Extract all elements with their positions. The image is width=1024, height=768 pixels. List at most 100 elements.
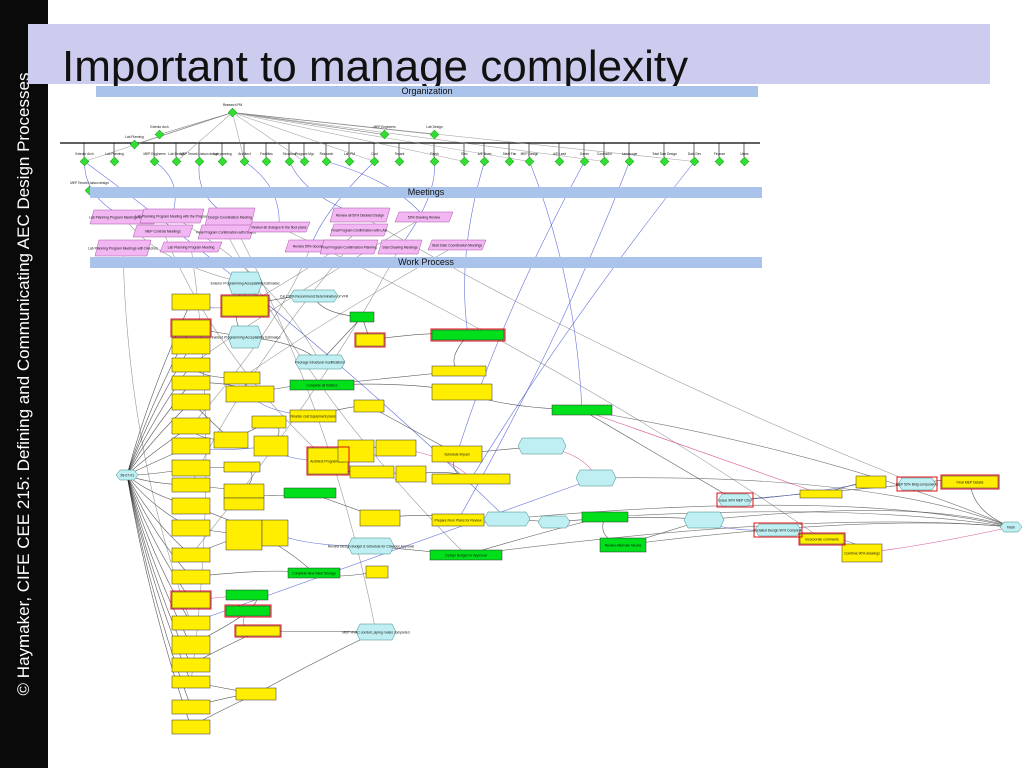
node-label: Review Alternate Means [605, 544, 642, 548]
node-o23: Contractor [597, 152, 613, 167]
dependency-link [553, 517, 705, 523]
dependency-link [399, 161, 435, 248]
node-label: Incorporate comments [805, 538, 839, 542]
dependency-link [456, 161, 585, 455]
node-t12: Prepare Floor Plans for Review [431, 513, 485, 527]
node-o3: Lab Planning [105, 152, 124, 167]
node-label: Exterior Arch [150, 125, 168, 129]
node-label: Cost [371, 152, 378, 156]
node-label: MEP Tenant Liaison design [70, 181, 109, 185]
node-t17: Issue 90% MEP CDs [717, 493, 753, 507]
node-x34 [235, 625, 281, 637]
node-x39 [431, 329, 505, 341]
node-o17: Elec [459, 152, 470, 167]
node-oB: MEP Engineers [373, 125, 396, 140]
node-label: Final Program Confirmation with LAB [331, 229, 388, 233]
node-o5: Lab Design [168, 152, 185, 167]
node-o28: Users [739, 152, 750, 167]
node-m4: Design Coordination Meeting [204, 207, 256, 227]
node-x31 [261, 519, 289, 547]
node-x20 [171, 675, 211, 689]
node-label: Owner [580, 152, 590, 156]
node-label: Lab PM [344, 152, 355, 156]
node-label: Research [320, 152, 334, 156]
node-o9: Facilities [260, 152, 273, 167]
node-label: Design Coordination Meeting [208, 216, 252, 220]
node-o15: Tenant [394, 152, 404, 167]
node-o4: MEP Engineers [143, 152, 166, 167]
dependency-link [581, 409, 736, 501]
dependency-link [278, 226, 823, 540]
node-label: MEP Engineers [373, 125, 395, 129]
dependency-link [232, 112, 465, 162]
node-m12: Start Drawing Meetings [377, 239, 423, 255]
node-label: Package Structural modifications [295, 361, 345, 365]
critical-outline [716, 492, 754, 508]
node-label: MEP Controls Meetings [145, 230, 181, 234]
node-label: Structural [283, 152, 297, 156]
node-t5: Complete all finishes [289, 379, 355, 391]
node-x60: '28-07-01 [115, 469, 139, 481]
node-m8: Final Program Confirmation with LAB [329, 223, 389, 237]
node-label: Contractor [597, 152, 613, 156]
node-m3: MEP Controls Meetings [132, 224, 194, 238]
node-label: Complete all finishes [306, 384, 338, 388]
node-t4: Package Structural modifications [294, 354, 346, 370]
node-x15 [171, 569, 211, 585]
node-m7: Review all 50% Detailed Design [329, 207, 391, 223]
node-o2: Exterior Arch [75, 152, 94, 167]
node-x5 [171, 357, 211, 373]
node-o21: A/E Lead [553, 152, 566, 167]
node-o11: Program Mgr [295, 152, 315, 167]
node-t19: MEP 50% Bldg components [896, 477, 938, 491]
node-finish: finish [999, 521, 1023, 533]
dependency-link [190, 246, 401, 556]
node-label: Exterior Programming Acceptability Estim… [211, 282, 280, 286]
node-x2 [221, 295, 269, 317]
node-x6 [171, 375, 211, 391]
node-m13: Lab Planning Program Meetings with Direc… [88, 239, 158, 257]
node-x53 [375, 439, 417, 457]
node-t16: Incorporate comments [799, 533, 845, 545]
dependency-link [123, 216, 246, 284]
dependency-link [310, 161, 375, 247]
node-t13: Design Budget for Approval [429, 549, 503, 561]
node-label: Review all changes in the floor plans [251, 226, 306, 230]
dependency-link [464, 161, 485, 336]
node-label: A/E Team [478, 152, 492, 156]
node-label: Final Program Confirmation Planning [321, 246, 377, 250]
node-label: Start Date Coordination Meetings [432, 244, 482, 248]
node-x35 [235, 687, 277, 701]
node-t20: Final MEP Details [941, 475, 999, 489]
node-label: Finance [714, 152, 726, 156]
node-o24: Landscape [622, 152, 638, 167]
side-strip: © Haymaker, CIFE CEE 215: Defining and C… [0, 0, 48, 768]
node-label: Complete New Steel Storage [292, 572, 336, 576]
node-x47 [537, 515, 571, 529]
node-x24 [225, 385, 275, 403]
node-m15: Start Date Coordination Meetings [427, 239, 487, 251]
node-label: MEP Tenant Liaison design [180, 152, 219, 156]
node-t11: Schedule Impact [431, 445, 483, 463]
node-x48 [683, 511, 725, 529]
node-x32 [225, 589, 269, 601]
node-x18 [171, 635, 211, 655]
critical-outline [896, 476, 938, 492]
node-x3 [171, 319, 211, 337]
dependency-link [232, 112, 305, 162]
dependency-link [232, 112, 695, 162]
node-t15: Detailed Design 90% Complete [754, 523, 802, 537]
dependency-link [581, 409, 1012, 528]
node-label: Finish [430, 152, 439, 156]
node-o27: Finance [714, 152, 726, 167]
node-x42 [551, 404, 613, 416]
critical-outline [753, 522, 803, 538]
node-m6: Review all changes in the floor plans [247, 221, 311, 233]
node-m5: Final Program Confirmation with Offices [196, 224, 256, 240]
dependency-link [359, 214, 918, 485]
node-label: Architect [238, 152, 251, 156]
node-x29 [223, 497, 265, 511]
meetings-band: Meetings [90, 187, 762, 198]
critical-outline [170, 318, 212, 338]
